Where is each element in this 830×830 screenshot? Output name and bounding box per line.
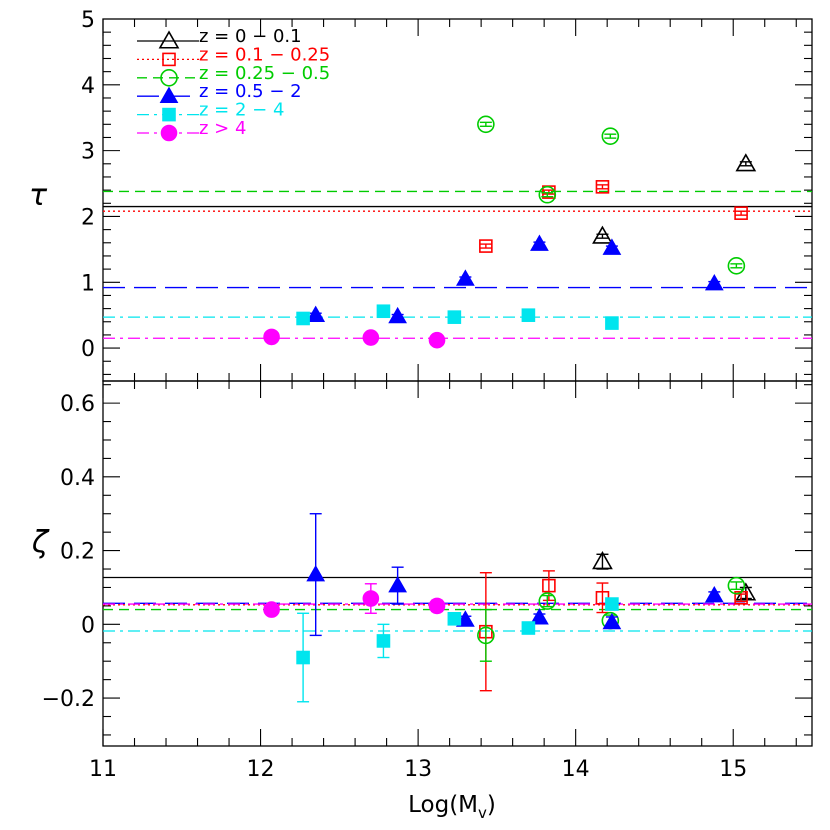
x-tick-label: 15 — [719, 757, 747, 782]
series-3-point — [530, 234, 549, 251]
series-3-point — [602, 238, 622, 255]
series-1-point — [542, 578, 556, 593]
series-3-point — [306, 564, 326, 582]
top-y-tick-label: 4 — [81, 74, 95, 99]
legend-label: z > 4 — [199, 118, 246, 139]
bottom-y-tick-label: −0.2 — [42, 687, 95, 712]
series-4-point — [376, 634, 391, 648]
series-2-point — [727, 257, 746, 275]
series-3-point — [388, 306, 408, 324]
series-2-point — [538, 592, 557, 610]
series-2-point — [477, 626, 495, 645]
series-4-point — [447, 612, 462, 626]
series-4-point — [447, 310, 462, 324]
series-4-point — [296, 650, 310, 665]
series-3-point — [455, 269, 475, 286]
series-3-point — [704, 273, 724, 291]
series-0-point — [735, 153, 757, 172]
x-axis-label-close: ) — [487, 792, 496, 818]
series-3-point — [602, 612, 622, 630]
series-2-point — [538, 185, 557, 204]
top-y-tick-label: 0 — [81, 337, 95, 362]
series-4-point — [605, 597, 619, 611]
series-1-point — [595, 180, 610, 194]
x-tick-label: 12 — [247, 757, 275, 782]
series-1-point — [734, 206, 748, 220]
series-2-point — [477, 115, 495, 134]
legend: z = 0 − 0.1z = 0.1 − 0.25z = 0.25 − 0.5z… — [137, 26, 330, 142]
legend-label: z = 0.1 − 0.25 — [199, 44, 330, 65]
tau-panel: 0 1 2 3 4 5 — [81, 8, 813, 382]
bottom-y-tick-label: 0 — [81, 613, 95, 638]
series-3-point — [306, 305, 326, 322]
series-4-point — [376, 304, 391, 319]
top-y-tick-label: 5 — [81, 8, 95, 33]
legend-marker — [160, 69, 178, 87]
series-4-point — [605, 316, 619, 330]
bottom-y-tick-label: 0.6 — [60, 392, 95, 417]
series-4-point — [296, 311, 310, 326]
x-axis-label: Log(Mv) — [408, 792, 496, 822]
legend-label: z = 0.5 − 2 — [199, 81, 302, 102]
series-5-point — [263, 601, 280, 618]
series-5-point — [362, 329, 380, 346]
legend-label: z = 0.25 − 0.5 — [199, 63, 330, 84]
x-tick-label: 14 — [562, 757, 590, 782]
legend-label: z = 0 − 0.1 — [199, 26, 302, 47]
series-1-point — [479, 239, 493, 253]
series-0-point — [592, 225, 613, 244]
x-axis-label-main: Log(M — [408, 792, 478, 818]
tau-axis-label: τ — [29, 178, 48, 213]
legend-marker — [160, 124, 178, 142]
legend-marker — [159, 86, 179, 103]
bottom-y-tick-label: 0.4 — [60, 466, 95, 491]
series-2-point — [601, 127, 620, 145]
legend-marker — [158, 30, 180, 49]
legend-label: z = 2 − 4 — [199, 100, 284, 121]
series-3-point — [704, 585, 724, 603]
series-5-point — [263, 328, 280, 346]
x-tick-label: 11 — [89, 757, 117, 782]
series-0-point — [592, 551, 613, 570]
series-4-point — [521, 308, 536, 322]
legend-marker — [162, 52, 176, 67]
series-3-point — [388, 576, 408, 593]
top-y-tick-label: 2 — [81, 205, 95, 230]
series-2-point — [727, 576, 746, 595]
series-5-point — [362, 590, 380, 607]
series-5-point — [428, 331, 446, 349]
zeta-axis-label: ζ — [31, 525, 50, 560]
zeta-panel: −0.2 0 0.2 0.4 0.6 11 12 13 14 15 — [42, 380, 813, 782]
top-y-tick-label: 3 — [81, 140, 95, 165]
top-y-tick-label: 1 — [81, 271, 95, 296]
bottom-frame — [102, 380, 813, 747]
x-axis-label-sub: v — [478, 804, 487, 822]
series-4-point — [521, 621, 536, 635]
legend-marker — [162, 107, 176, 122]
series-3-point — [530, 608, 549, 625]
series-5-point — [428, 597, 446, 615]
bottom-y-tick-label: 0.2 — [60, 540, 95, 565]
x-tick-label: 13 — [404, 757, 432, 782]
series-3-point — [455, 610, 475, 627]
